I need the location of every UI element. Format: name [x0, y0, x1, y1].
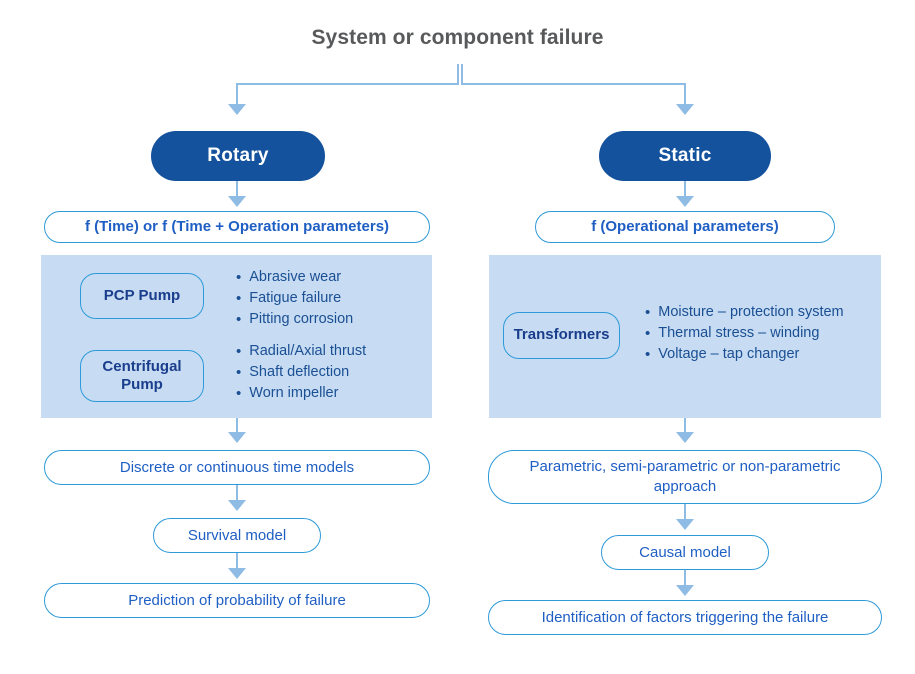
- step-box-left-2[interactable]: Survival model: [153, 518, 321, 553]
- step-box-right-1-label: Parametric, semi-parametric or non-param…: [529, 458, 841, 495]
- failure-list-centrifugal-pump: • Radial/Axial thrust • Shaft deflection…: [236, 341, 366, 404]
- list-item: • Abrasive wear: [236, 269, 342, 286]
- step-box-left-1-label: Discrete or continuous time models: [119, 458, 355, 476]
- bullet-dot-icon: •: [236, 385, 242, 402]
- connector-static-to-function: [684, 181, 686, 199]
- equipment-chip-centrifugal-pump-label: Centrifugal Pump: [102, 357, 182, 393]
- equipment-chip-pcp-pump-label: PCP Pump: [103, 286, 181, 304]
- step-box-right-3[interactable]: Identification of factors triggering the…: [488, 600, 882, 635]
- equipment-chip-transformers[interactable]: Transformers: [503, 312, 620, 359]
- bullet-dot-icon: •: [645, 346, 651, 363]
- page-title: System or component failure: [311, 26, 604, 49]
- arrow-right-step1-to-step2: [676, 519, 694, 530]
- connector-title-stem: [457, 64, 459, 83]
- connector-right-panel-to-step1: [684, 418, 686, 435]
- list-item: • Fatigue failure: [236, 290, 342, 307]
- arrow-to-static: [676, 104, 694, 115]
- branch-pill-rotary[interactable]: Rotary: [151, 131, 325, 181]
- connector-left-step2-to-step3: [236, 553, 238, 570]
- arrow-left-step1-to-step2: [228, 500, 246, 511]
- connector-split-bar-right: [461, 83, 685, 85]
- connector-right-step2-to-step3: [684, 570, 686, 587]
- connector-right-step1-to-step2: [684, 504, 686, 521]
- bullet-dot-icon: •: [236, 343, 242, 360]
- function-box-right-label: f (Operational parameters): [591, 218, 779, 236]
- connector-drop-left: [236, 83, 238, 106]
- equipment-chip-centrifugal-pump[interactable]: Centrifugal Pump: [80, 350, 204, 402]
- connector-drop-right: [684, 83, 686, 106]
- function-box-left[interactable]: f (Time) or f (Time + Operation paramete…: [44, 211, 430, 243]
- arrow-right-step2-to-step3: [676, 585, 694, 596]
- arrow-left-step2-to-step3: [228, 568, 246, 579]
- step-box-left-3-label: Prediction of probability of failure: [128, 591, 346, 609]
- function-box-right[interactable]: f (Operational parameters): [535, 211, 835, 243]
- list-item: • Moisture – protection system: [645, 304, 844, 321]
- step-box-right-3-label: Identification of factors triggering the…: [541, 608, 829, 626]
- arrow-to-rotary: [228, 104, 246, 115]
- connector-left-step1-to-step2: [236, 485, 238, 502]
- arrow-rotary-to-function: [228, 196, 246, 207]
- connector-rotary-to-function: [236, 181, 238, 199]
- branch-pill-static[interactable]: Static: [599, 131, 771, 181]
- step-box-left-2-label: Survival model: [187, 526, 287, 544]
- bullet-dot-icon: •: [236, 290, 242, 307]
- branch-pill-static-label: Static: [658, 145, 712, 166]
- arrow-static-to-function: [676, 196, 694, 207]
- branch-pill-rotary-label: Rotary: [207, 145, 269, 166]
- equipment-chip-pcp-pump[interactable]: PCP Pump: [80, 273, 204, 319]
- connector-left-panel-to-step1: [236, 418, 238, 435]
- step-box-right-1[interactable]: Parametric, semi-parametric or non-param…: [488, 450, 882, 504]
- bullet-dot-icon: •: [645, 304, 651, 321]
- arrow-right-panel-to-step1: [676, 432, 694, 443]
- equipment-panel-right: [489, 255, 881, 418]
- step-box-left-1[interactable]: Discrete or continuous time models: [44, 450, 430, 485]
- equipment-chip-transformers-label: Transformers: [513, 326, 610, 344]
- list-item: • Shaft deflection: [236, 364, 350, 381]
- list-item: • Pitting corrosion: [236, 311, 354, 328]
- step-box-right-2[interactable]: Causal model: [601, 535, 769, 570]
- bullet-dot-icon: •: [236, 311, 242, 328]
- bullet-dot-icon: •: [645, 325, 651, 342]
- equipment-panel-left: [41, 255, 432, 418]
- failure-list-transformers: • Moisture – protection system • Thermal…: [645, 302, 844, 365]
- connector-title-stem-b: [461, 64, 463, 83]
- list-item: • Worn impeller: [236, 385, 339, 402]
- list-item: • Radial/Axial thrust: [236, 343, 367, 360]
- failure-list-pcp-pump: • Abrasive wear • Fatigue failure • Pitt…: [236, 267, 353, 330]
- list-item: • Voltage – tap changer: [645, 346, 800, 363]
- list-item: • Thermal stress – winding: [645, 325, 820, 342]
- function-box-left-label: f (Time) or f (Time + Operation paramete…: [84, 218, 390, 236]
- step-box-left-3[interactable]: Prediction of probability of failure: [44, 583, 430, 618]
- bullet-dot-icon: •: [236, 364, 242, 381]
- arrow-left-panel-to-step1: [228, 432, 246, 443]
- step-box-right-2-label: Causal model: [639, 543, 731, 561]
- connector-split-bar-left: [237, 83, 459, 85]
- bullet-dot-icon: •: [236, 269, 242, 286]
